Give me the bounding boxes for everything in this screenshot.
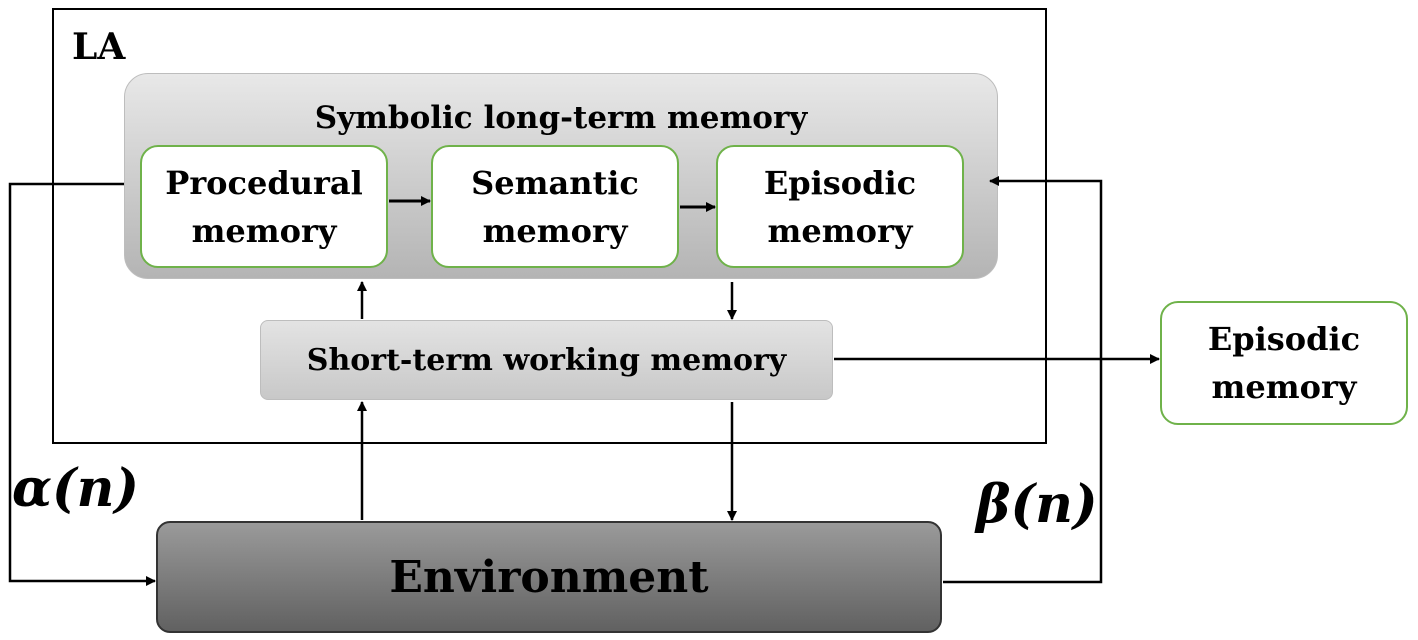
alpha-label: α(n) bbox=[12, 458, 140, 519]
alpha-loop-line bbox=[8, 182, 156, 586]
beta-label: β(n) bbox=[976, 474, 1098, 535]
episodic-memory-box: Episodic memory bbox=[716, 145, 964, 268]
external-episodic-memory-box: Episodic memory bbox=[1160, 301, 1408, 425]
semantic-memory-box: Semantic memory bbox=[431, 145, 679, 268]
beta-loop-line bbox=[943, 176, 1103, 584]
ltm-title: Symbolic long-term memory bbox=[314, 100, 808, 136]
procedural-memory-box: Procedural memory bbox=[140, 145, 388, 268]
short-term-working-memory-box: Short-term working memory bbox=[260, 320, 833, 400]
environment-box: Environment bbox=[156, 521, 942, 633]
la-label: LA bbox=[72, 26, 126, 68]
la-frame bbox=[52, 8, 1047, 444]
